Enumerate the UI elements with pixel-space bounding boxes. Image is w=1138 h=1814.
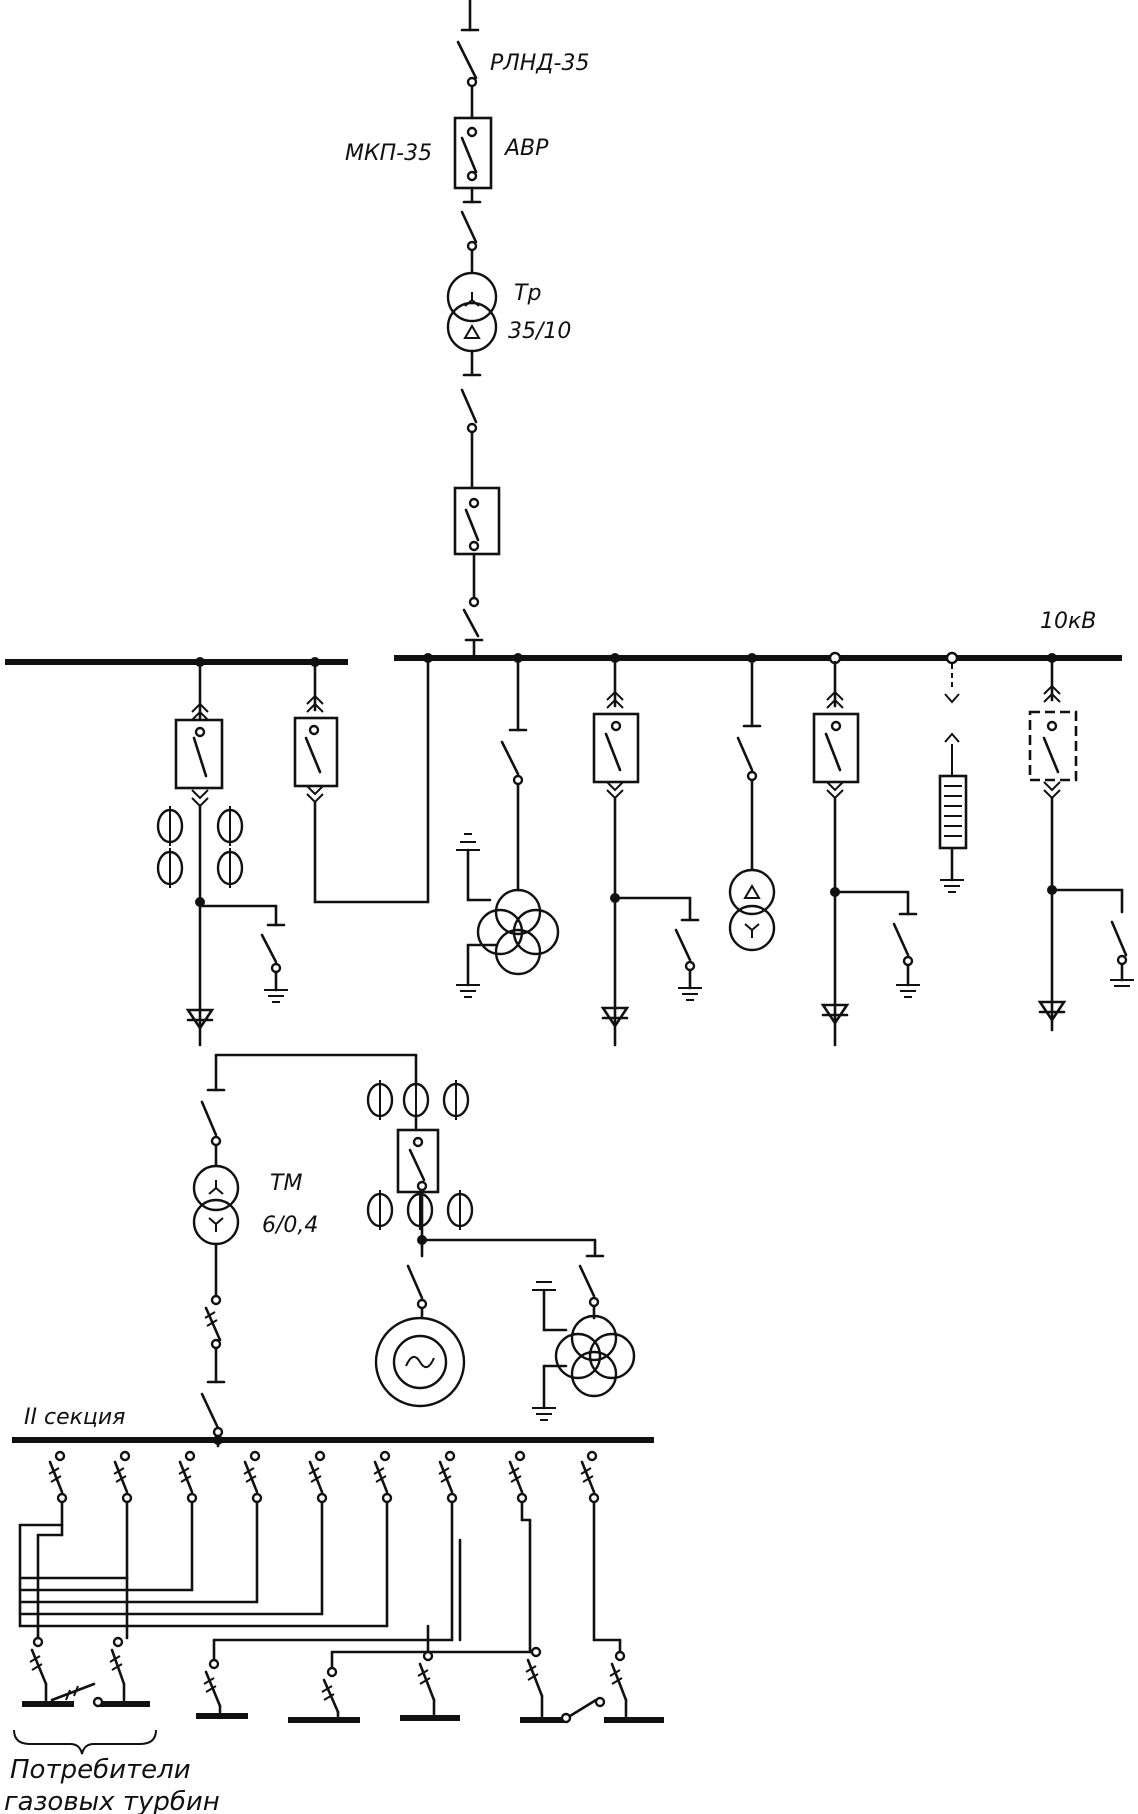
disconnector-icon xyxy=(200,1392,220,1430)
feeder-5 xyxy=(18,1450,328,1616)
transformer-icon xyxy=(192,1164,240,1246)
consumer-switch-3 xyxy=(196,1658,248,1719)
generator-branch xyxy=(366,1053,636,1421)
feeder-1 xyxy=(18,1450,68,1527)
consumer-switches xyxy=(22,1576,664,1724)
ground-icon xyxy=(896,984,920,998)
disconnector-icon xyxy=(406,1264,424,1300)
cable-end-icon xyxy=(1037,1000,1067,1023)
disconnector-icon xyxy=(460,210,478,244)
feeder-8 xyxy=(330,1450,532,1670)
breaker-icon xyxy=(204,1306,222,1342)
ground-icon xyxy=(456,833,480,851)
tm-name-label: ТМ xyxy=(270,1171,302,1196)
ground-icon xyxy=(456,984,480,998)
transformer-icon xyxy=(728,868,776,952)
disconnector-icon xyxy=(460,388,478,424)
ground-icon xyxy=(940,879,964,893)
current-transformer-icon xyxy=(156,806,244,888)
transformer-icon xyxy=(554,1314,636,1398)
avr-label: АВР xyxy=(503,136,549,161)
transformer-icon xyxy=(446,271,498,353)
cable-end-icon xyxy=(600,1006,630,1029)
grounding-switch-icon xyxy=(260,933,278,964)
disconnector-icon xyxy=(456,40,478,80)
generator-icon xyxy=(374,1316,466,1408)
ground-icon xyxy=(532,1281,556,1291)
ground-icon xyxy=(532,1407,556,1421)
consumer-switch-6 xyxy=(520,1646,566,1723)
disconnector-icon xyxy=(200,1100,218,1137)
transformer-icon xyxy=(476,888,560,976)
ground-icon xyxy=(264,989,288,1003)
tr-ratio-label: 35/10 xyxy=(508,319,571,344)
incoming-feeder xyxy=(446,0,501,660)
auxiliary-transformer-feeder xyxy=(728,653,776,952)
disconnector-icon xyxy=(736,736,754,772)
ground-icon xyxy=(1110,979,1134,987)
cable-end-icon xyxy=(185,1008,215,1031)
bus-link-feeder xyxy=(293,653,433,904)
tm-transformer-branch xyxy=(192,1053,418,1448)
current-transformer-icon xyxy=(366,1080,474,1230)
feeder-9 xyxy=(580,1450,600,1642)
consumers-brace xyxy=(13,1729,157,1755)
disconnector-icon xyxy=(578,1264,596,1298)
surge-arrester-feeder xyxy=(938,651,968,893)
feeder-7 xyxy=(212,1450,458,1662)
consumers-label-line1: Потребители xyxy=(10,1755,191,1785)
outgoing-feeder-3 xyxy=(592,653,702,1047)
mkp-label: МКП-35 xyxy=(345,141,432,166)
outgoing-feeder-7 xyxy=(1028,653,1134,1032)
tm-ratio-label: 6/0,4 xyxy=(262,1213,318,1238)
feeder-4 xyxy=(18,1450,263,1604)
section-2-feeders xyxy=(18,1450,600,1670)
outgoing-feeder-5 xyxy=(812,651,920,1047)
consumer-switch-2 xyxy=(98,1576,150,1707)
feeder-3 xyxy=(18,1450,198,1592)
consumer-switch-4 xyxy=(288,1666,360,1723)
disconnector-icon xyxy=(500,740,520,776)
disconnector-icon xyxy=(462,608,480,638)
tr-name-label: Тр xyxy=(514,281,541,306)
grounding-transformer-feeder xyxy=(456,653,560,998)
consumer-switch-7 xyxy=(592,1638,664,1723)
bus-voltage-label: 10кВ xyxy=(1040,609,1096,634)
consumer-switch-1 xyxy=(22,1634,74,1707)
ground-icon xyxy=(678,987,702,1001)
feeder-2 xyxy=(18,1450,133,1580)
cable-end-icon xyxy=(820,1003,850,1026)
section-label: II секция xyxy=(24,1405,125,1430)
rlnd-label: РЛНД-35 xyxy=(490,51,589,76)
feeder-with-current-transformers xyxy=(156,657,288,1047)
consumers-label-line2: газовых турбин xyxy=(4,1787,220,1814)
feeder-6 xyxy=(18,1450,393,1628)
circuit-breaker-icon xyxy=(1028,710,1078,782)
consumer-switch-5 xyxy=(400,1624,460,1721)
